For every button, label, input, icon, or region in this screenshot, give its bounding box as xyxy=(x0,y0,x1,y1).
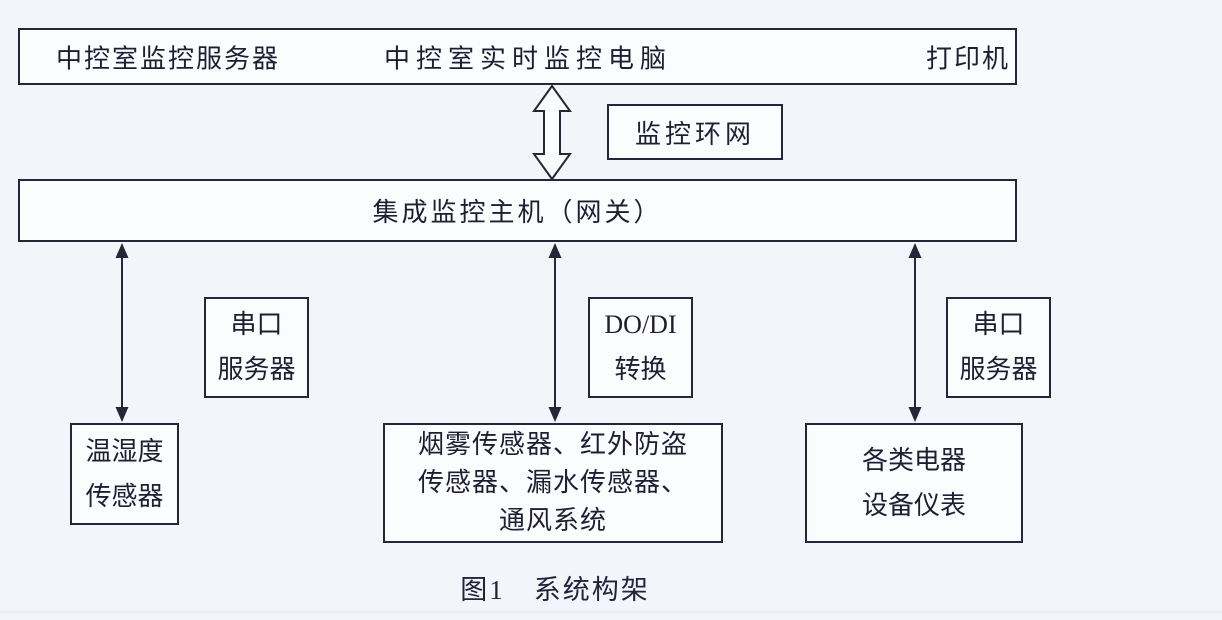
double-arrow-left xyxy=(115,243,129,422)
monitoring-ring-network-box: 监控环网 xyxy=(607,104,783,160)
double-arrow-middle xyxy=(548,243,562,422)
printer-label: 打印机 xyxy=(925,44,1011,73)
figure-caption: 图1 系统构架 xyxy=(460,575,650,605)
sensor-group-box: 烟雾传感器、红外防盗 传感器、漏水传感器、 通风系统 xyxy=(383,423,723,543)
double-arrow-hollow xyxy=(532,84,572,181)
control-room-server-label: 中控室监控服务器 xyxy=(55,44,281,73)
serial-server-right-box: 串口 服务器 xyxy=(946,297,1051,398)
serial-server-left-box: 串口 服务器 xyxy=(204,297,309,398)
realtime-monitor-pc-label: 中控室实时监控电脑 xyxy=(383,44,673,73)
bottom-divider xyxy=(0,611,1222,613)
temp-humidity-sensor-box: 温湿度 传感器 xyxy=(70,423,179,525)
double-arrow-right xyxy=(908,243,922,422)
electric-devices-box: 各类电器 设备仪表 xyxy=(805,423,1023,543)
do-di-converter-box: DO/DI 转换 xyxy=(588,297,693,398)
gateway-host-box: 集成监控主机（网关） xyxy=(18,179,1017,242)
control-room-box: 中控室监控服务器 中控室实时监控电脑 打印机 xyxy=(18,28,1017,85)
